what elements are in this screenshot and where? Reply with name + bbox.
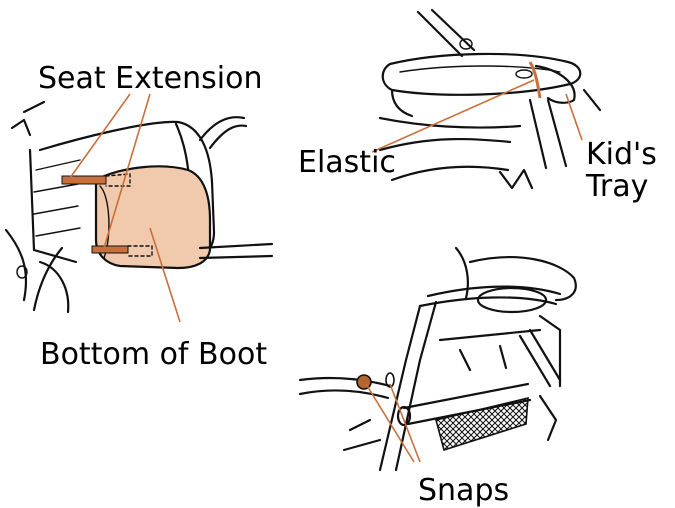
panel-snaps: Snaps (300, 248, 576, 508)
leader-seat-extension-a (70, 94, 130, 178)
label-bottom-of-boot: Bottom of Boot (40, 337, 267, 372)
snap-left (357, 375, 371, 389)
label-snaps: Snaps (418, 473, 509, 508)
label-kids-tray-line1: Kid's (586, 137, 657, 172)
panel-seat-extension: Seat Extension Bottom of Boot (6, 61, 272, 372)
panel-kids-tray: Elastic Kid's Tray (298, 10, 657, 204)
label-elastic: Elastic (298, 145, 396, 180)
label-seat-extension: Seat Extension (38, 61, 262, 96)
label-kids-tray-line2: Tray (585, 169, 648, 204)
basket-mesh (436, 398, 528, 450)
seat-extension-strip-upper (62, 176, 106, 184)
seat-extension-strip-lower (92, 246, 128, 253)
